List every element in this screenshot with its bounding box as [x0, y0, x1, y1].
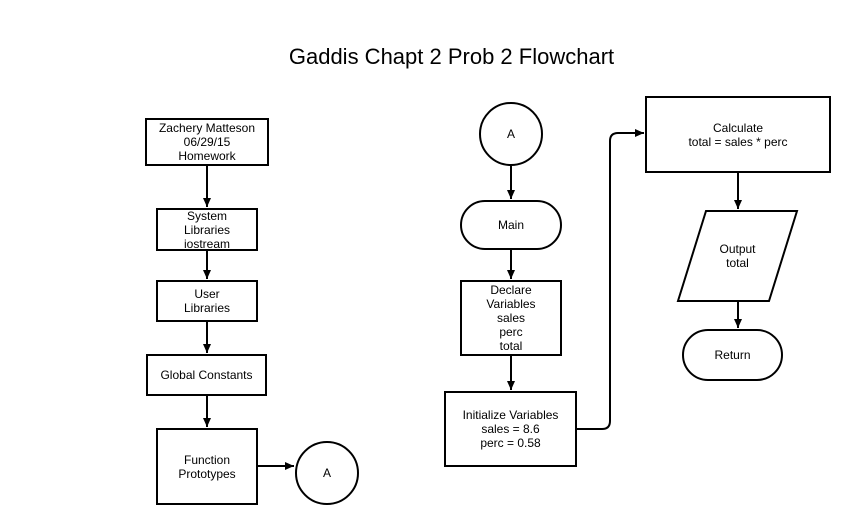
function-prototypes-line-2: Prototypes	[178, 466, 236, 481]
calculate-box: Calculate total = sales * perc	[645, 96, 831, 173]
system-libraries-line-1: System	[186, 208, 227, 223]
initialize-variables-box: Initialize Variables sales = 8.6 perc = …	[444, 391, 577, 467]
connector-out-label: A	[322, 466, 331, 480]
calculate-line-1: Calculate	[712, 120, 764, 135]
system-libraries-box: System Libraries iostream	[156, 208, 258, 251]
header-date: 06/29/15	[183, 135, 231, 149]
page-title: Gaddis Chapt 2 Prob 2 Flowchart	[288, 44, 615, 69]
user-libraries-line-2: Libraries	[183, 301, 231, 315]
global-constants-box: Global Constants	[146, 354, 267, 396]
return-label: Return	[714, 348, 751, 362]
declare-line-1: Declare	[490, 283, 532, 297]
return-terminal: Return	[682, 329, 783, 381]
system-libraries-line-2: Libraries	[183, 222, 231, 237]
user-libraries-box: User Libraries	[156, 280, 258, 322]
system-libraries-line-3: iostream	[183, 236, 230, 251]
header-author: Zachery Matteson	[158, 121, 256, 135]
declare-line-4: perc	[499, 325, 523, 339]
output-line-2: total	[726, 256, 749, 270]
function-prototypes-line-1: Function	[183, 452, 231, 467]
initialize-line-1: Initialize Variables	[462, 408, 559, 422]
declare-variables-box: Declare Variables sales perc total	[460, 280, 562, 356]
function-prototypes-box: Function Prototypes	[156, 428, 258, 505]
output-parallelogram-shape	[676, 210, 799, 302]
output-line-1: Output	[719, 242, 756, 256]
declare-line-2: Variables	[486, 297, 536, 311]
initialize-line-3: perc = 0.58	[480, 436, 541, 450]
user-libraries-line-1: User	[194, 287, 220, 301]
header-box: Zachery Matteson 06/29/15 Homework	[145, 118, 269, 166]
connector-out-circle: A	[295, 441, 359, 505]
declare-line-3: sales	[496, 311, 525, 325]
initialize-line-2: sales = 8.6	[481, 422, 540, 436]
global-constants-label: Global Constants	[160, 368, 253, 382]
main-label: Main	[497, 218, 524, 232]
arrow-initialize-to-calculate	[576, 129, 644, 430]
header-type: Homework	[178, 149, 236, 163]
declare-line-5: total	[499, 339, 523, 353]
connector-in-label: A	[506, 127, 515, 141]
calculate-line-2: total = sales * perc	[688, 134, 788, 149]
connector-in-circle: A	[479, 102, 543, 166]
main-terminal: Main	[460, 200, 562, 250]
output-parallelogram: Output total	[690, 211, 785, 301]
